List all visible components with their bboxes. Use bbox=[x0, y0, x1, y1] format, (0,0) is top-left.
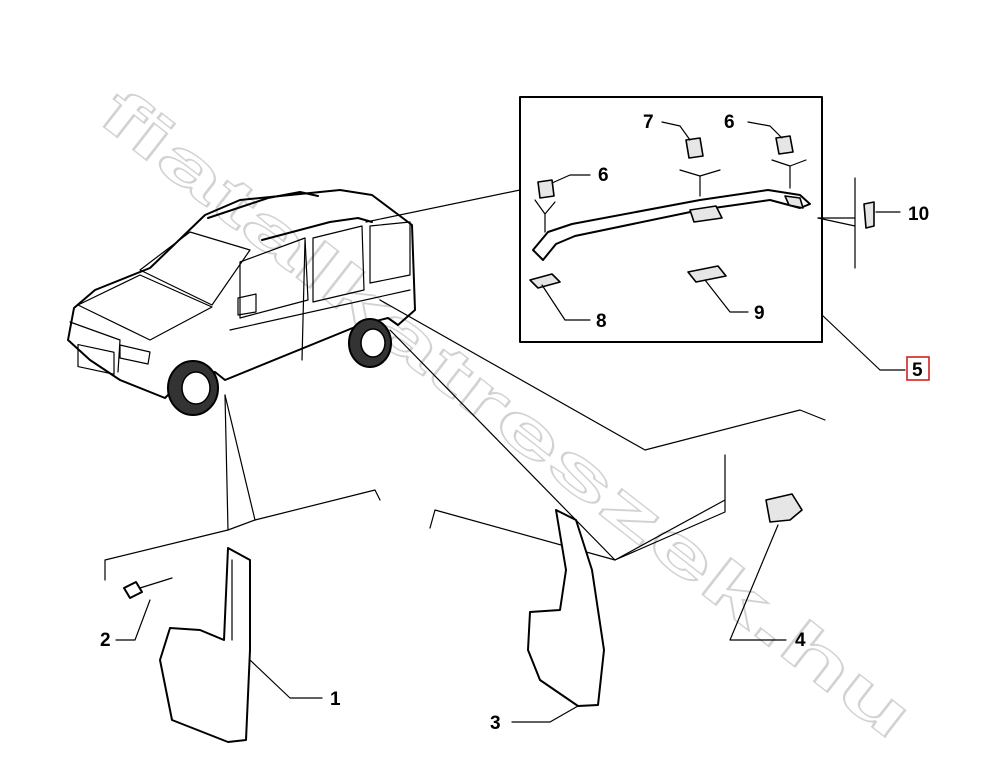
front-mud-flap-part bbox=[159, 547, 251, 743]
callout-9: 9 bbox=[754, 303, 765, 324]
callout-1: 1 bbox=[330, 689, 341, 710]
rear-mud-flap-group bbox=[379, 299, 826, 723]
callout-3: 3 bbox=[490, 713, 501, 734]
callout-8: 8 bbox=[596, 311, 607, 332]
callout-5: 5 bbox=[912, 360, 923, 381]
rear-mud-flap-part bbox=[527, 509, 605, 707]
pad-9-part bbox=[687, 265, 727, 283]
callout-6b: 6 bbox=[724, 112, 735, 133]
callout-4: 4 bbox=[795, 630, 806, 651]
front-mud-flap-group bbox=[104, 394, 381, 743]
bolt-10-part bbox=[863, 201, 875, 229]
callout-6a: 6 bbox=[598, 165, 609, 186]
callout-10: 10 bbox=[908, 204, 929, 225]
cap-6b-part bbox=[775, 135, 794, 155]
clip-4-part bbox=[765, 493, 803, 523]
roof-rail-part bbox=[532, 189, 811, 261]
callout-2: 2 bbox=[100, 630, 111, 651]
van-illustration bbox=[67, 189, 416, 416]
roof-rail-detail-box bbox=[365, 96, 906, 371]
callout-7: 7 bbox=[643, 112, 654, 133]
pad-8-part bbox=[529, 273, 561, 289]
callout-5-highlight bbox=[906, 356, 930, 381]
cap-7-part bbox=[685, 137, 704, 159]
cap-6a-part bbox=[537, 179, 555, 199]
screw-2-part bbox=[123, 581, 143, 599]
